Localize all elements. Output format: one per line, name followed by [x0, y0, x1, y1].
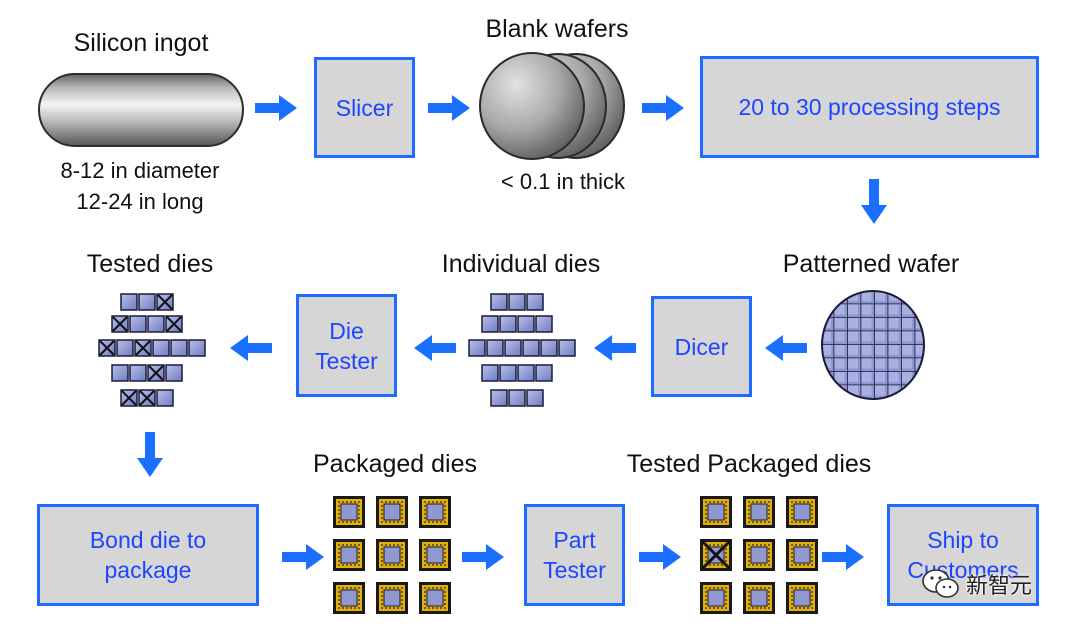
- silicon-ingot-title: Silicon ingot: [73, 29, 209, 57]
- part-tester-label-line1: Part: [553, 527, 596, 553]
- tested-packaged-dies-illustration: [700, 496, 819, 614]
- part-tester-box: Part Tester: [524, 504, 625, 606]
- slicer-label: Slicer: [335, 94, 394, 121]
- arrow-icon: [639, 544, 681, 570]
- packaged-dies-title: Packaged dies: [312, 450, 477, 478]
- tested-dies-illustration: [98, 293, 206, 407]
- tested-dies-title: Tested dies: [86, 250, 214, 278]
- arrow-icon: [765, 335, 807, 361]
- die-tester-label-line2: Tester: [315, 347, 378, 374]
- individual-dies-illustration: [468, 293, 576, 407]
- ship-label-line1: Ship to: [927, 527, 999, 553]
- arrow-icon: [594, 335, 636, 361]
- wechat-icon: [922, 569, 959, 598]
- arrow-icon: [230, 335, 272, 361]
- arrow-icon: [255, 95, 297, 121]
- x-mark-icon: [99, 294, 182, 406]
- die-tester-label-line1: Die: [329, 317, 364, 344]
- watermark: 新智元: [922, 564, 1062, 604]
- dicer-label: Dicer: [674, 333, 729, 360]
- bond-die-label-line2: package: [104, 557, 192, 583]
- x-mark-icon: [700, 539, 732, 571]
- blank-wafers-illustration: [479, 52, 625, 160]
- bond-die-label-line1: Bond die to: [89, 527, 207, 553]
- blank-wafers-title: Blank wafers: [485, 15, 629, 43]
- patterned-wafer-illustration: [821, 290, 925, 400]
- arrow-icon: [462, 544, 504, 570]
- arrow-icon: [414, 335, 456, 361]
- tested-packaged-dies-title: Tested Packaged dies: [626, 450, 872, 478]
- dicer-box: Dicer: [651, 296, 752, 397]
- bond-die-box: Bond die to package: [37, 504, 259, 606]
- processing-steps-box: 20 to 30 processing steps: [700, 56, 1039, 158]
- arrow-icon: [282, 544, 324, 570]
- die-tester-box: Die Tester: [296, 294, 397, 397]
- packaged-dies-illustration: [333, 496, 452, 614]
- part-tester-label-line2: Tester: [543, 557, 606, 583]
- slicer-box: Slicer: [314, 57, 415, 158]
- arrow-icon: [822, 544, 864, 570]
- silicon-ingot-illustration: [38, 73, 244, 147]
- wafer-thickness-label: < 0.1 in thick: [500, 169, 626, 194]
- patterned-wafer-title: Patterned wafer: [782, 250, 960, 278]
- arrow-icon: [137, 432, 163, 477]
- ingot-diameter-label: 8-12 in diameter: [60, 158, 220, 183]
- arrow-icon: [861, 179, 887, 224]
- ingot-length-label: 12-24 in long: [76, 189, 204, 214]
- watermark-text: 新智元: [966, 573, 1033, 598]
- ship-to-customers-box: Ship to Customers: [887, 504, 1039, 606]
- arrow-icon: [642, 95, 684, 121]
- processing-steps-label: 20 to 30 processing steps: [738, 94, 1001, 120]
- arrow-icon: [428, 95, 470, 121]
- individual-dies-title: Individual dies: [441, 250, 601, 278]
